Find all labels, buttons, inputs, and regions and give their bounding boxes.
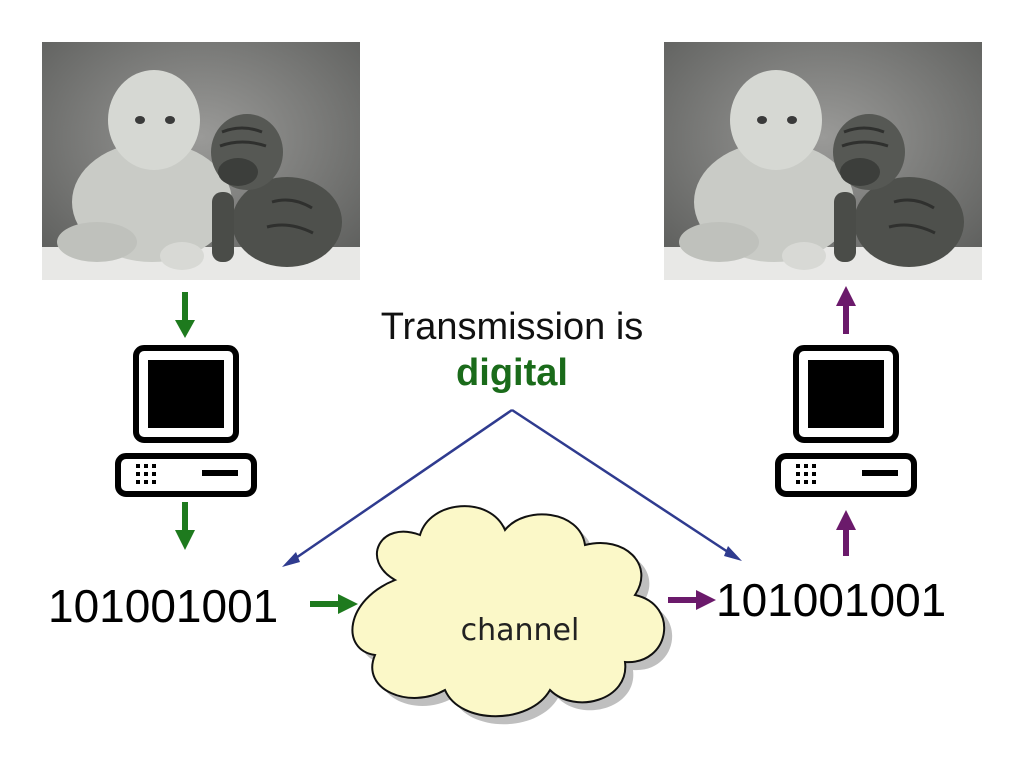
desktop-computer-icon [115, 345, 257, 497]
received-bits: 101001001 [716, 574, 947, 626]
send-arrow-computer-to-bits [175, 502, 195, 550]
caption-line: Transmission is [380, 306, 644, 348]
send-arrow-bits-to-channel [310, 594, 358, 614]
caption-emphasis: digital [456, 352, 568, 394]
receive-arrow-channel-to-bits [668, 590, 716, 610]
channel-label: channel [460, 613, 580, 648]
pointer-lines [282, 408, 742, 567]
channel-cloud [351, 505, 673, 725]
source-photo [42, 42, 360, 280]
transmission-caption: Transmission is digital [332, 304, 692, 396]
receive-arrow-bits-to-computer [836, 510, 856, 556]
desktop-computer-icon [775, 345, 917, 497]
send-arrow-photo-to-computer [175, 292, 195, 338]
receive-arrow-computer-to-photo [836, 286, 856, 334]
sent-bits: 101001001 [48, 580, 279, 632]
received-photo [664, 42, 982, 280]
